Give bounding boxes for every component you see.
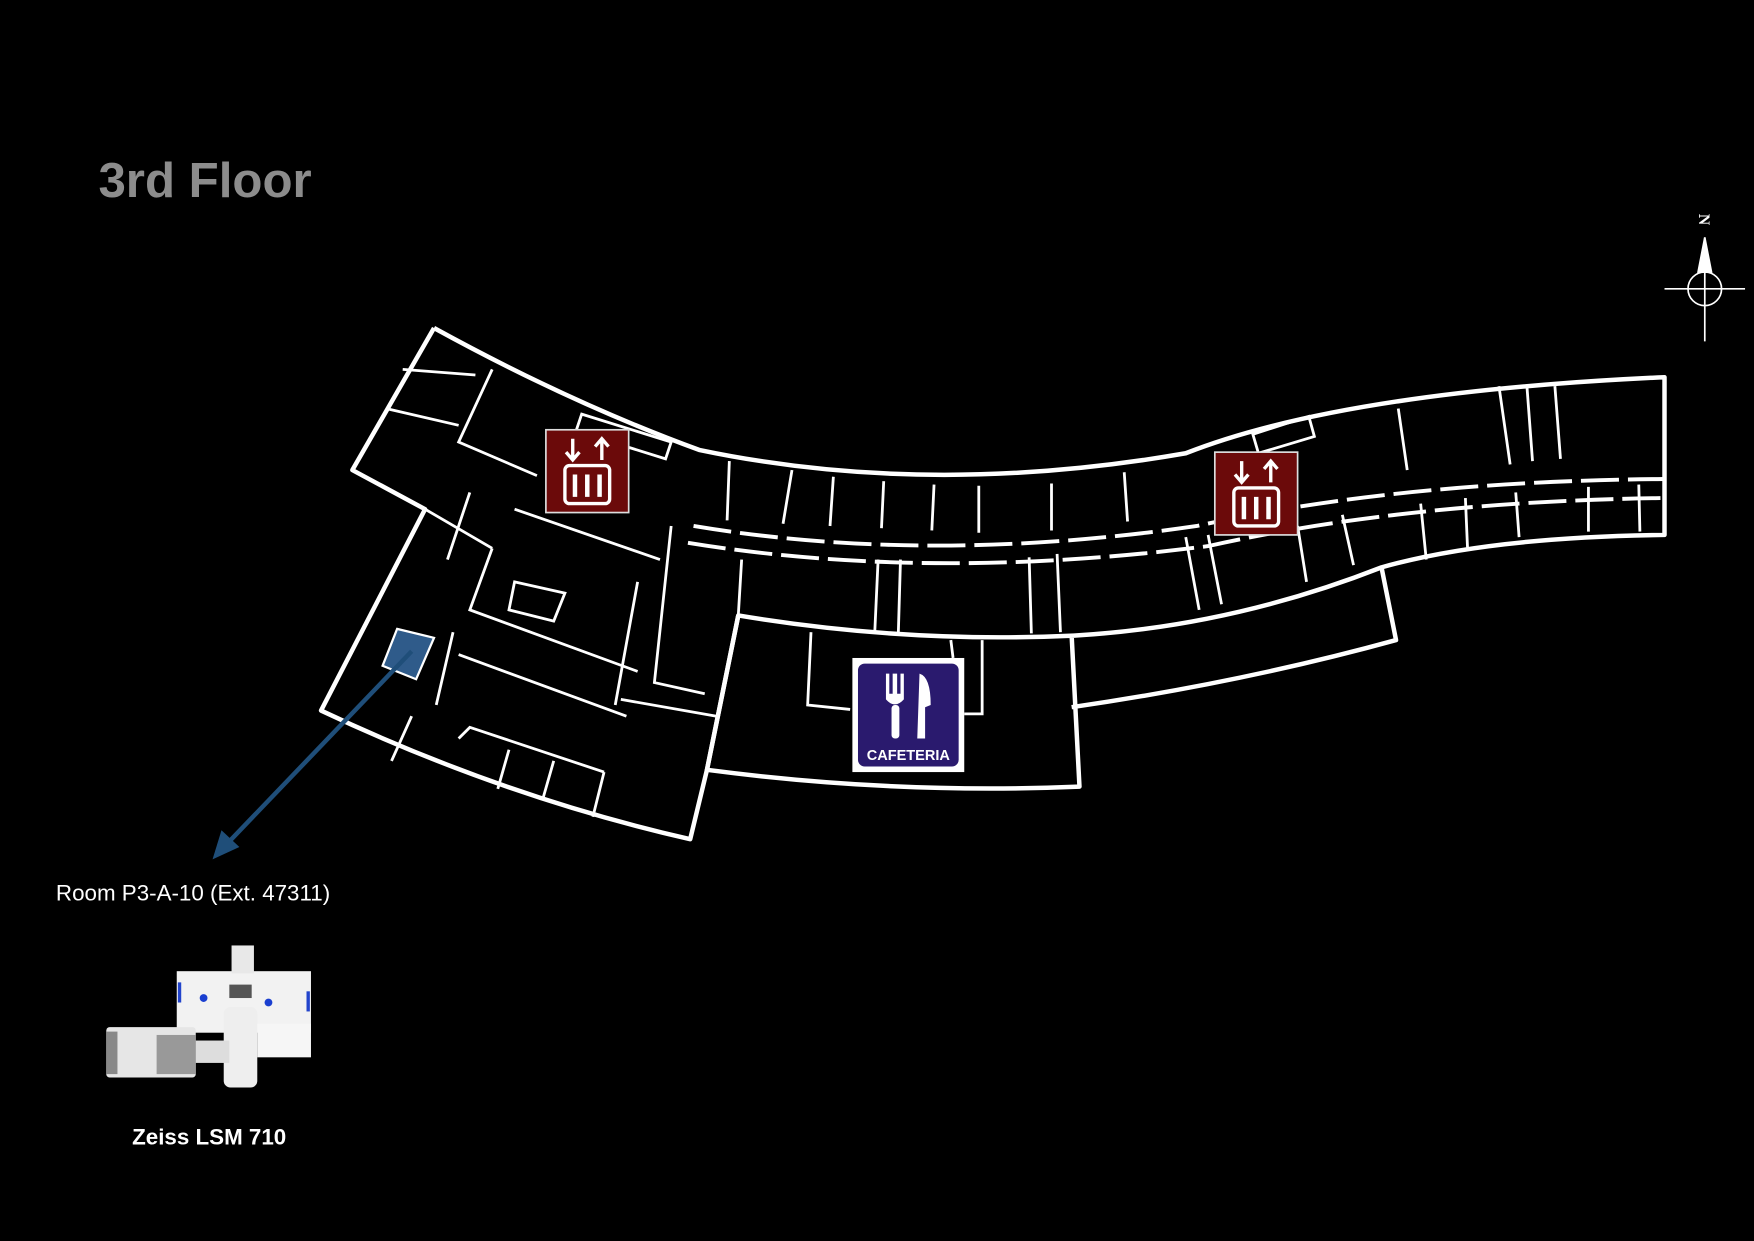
elevator-icon	[1232, 458, 1281, 528]
instrument-name: Zeiss LSM 710	[132, 1125, 286, 1150]
floor-title: 3rd Floor	[98, 153, 311, 208]
fork-knife-icon	[885, 673, 931, 739]
room-location-label: Room P3-A-10 (Ext. 47311)	[56, 881, 330, 906]
cafeteria-sign[interactable]: CAFETERIA	[852, 657, 965, 773]
room-pointer-arrow	[212, 649, 414, 860]
building-floor-plan	[318, 326, 1667, 842]
confocal-microscope-image	[106, 945, 311, 1088]
elevator-sign-east[interactable]	[1213, 451, 1299, 536]
compass-rose-icon: N	[1664, 214, 1746, 342]
elevator-sign-west[interactable]	[545, 428, 630, 514]
compass-north-label: N	[1695, 214, 1712, 226]
elevator-icon	[563, 436, 612, 506]
cafeteria-label: CAFETERIA	[867, 748, 951, 764]
